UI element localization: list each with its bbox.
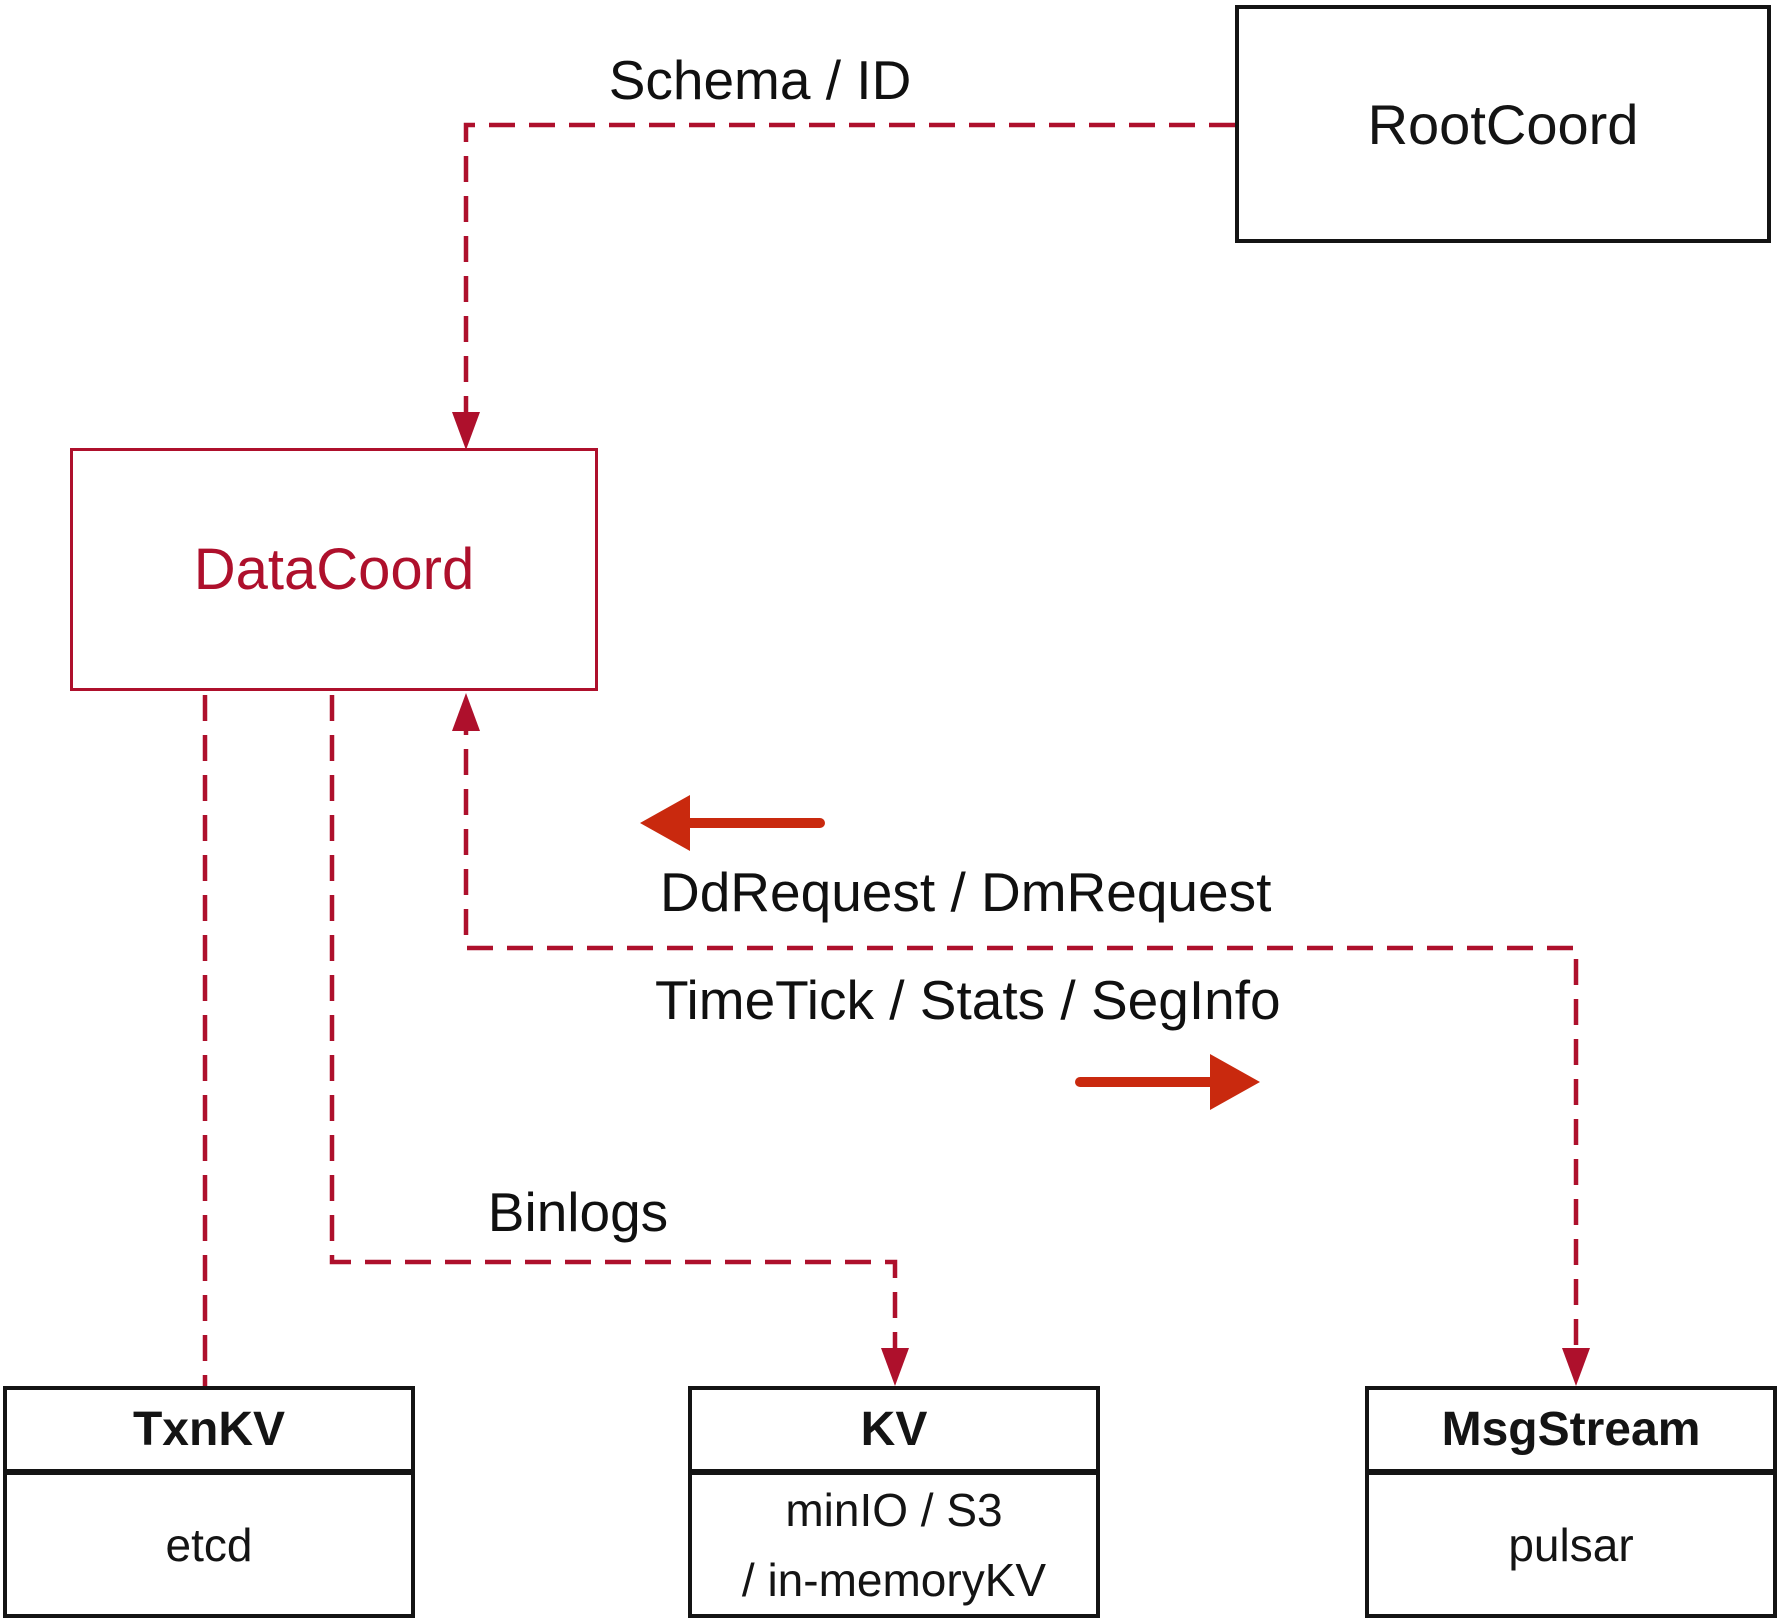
kv-title: KV [692,1390,1096,1475]
rootcoord-label: RootCoord [1367,92,1639,156]
kv-body-line1: minIO / S3 [785,1484,1003,1536]
rootcoord-node: RootCoord [1235,5,1771,243]
datacoord-label: DataCoord [193,537,475,602]
msgstream-node: MsgStream pulsar [1365,1386,1777,1618]
txnkv-node: TxnKV etcd [3,1386,415,1618]
msgstream-bus-connector-line [463,709,1579,1370]
txnkv-title: TxnKV [7,1390,411,1475]
schema-id-connector-line [463,122,1235,434]
schema-id-arrowhead [452,412,480,450]
msgstream-bus-up-arrowhead [452,693,480,731]
timetick-stats-seginfo-edge-label: TimeTick / Stats / SegInfo [655,969,1281,1031]
kv-node: KV minIO / S3 / in-memoryKV [688,1386,1100,1618]
kv-body-line2: / in-memoryKV [741,1554,1047,1606]
right-direction-arrow-head [1210,1054,1260,1110]
msgstream-title: MsgStream [1369,1390,1773,1475]
txnkv-body: etcd [165,1518,253,1571]
datacoord-node: DataCoord [70,448,598,691]
binlogs-edge-label: Binlogs [487,1181,669,1243]
schema-id-edge-label: Schema / ID [608,49,912,111]
ddrequest-dmrequest-edge-label: DdRequest / DmRequest [660,861,1272,923]
msgstream-body: pulsar [1508,1518,1634,1571]
binlogs-arrowhead [881,1348,909,1386]
msgstream-bus-down-arrowhead [1562,1348,1590,1386]
binlogs-connector-line [329,695,898,1370]
left-direction-arrow-head [640,795,690,851]
